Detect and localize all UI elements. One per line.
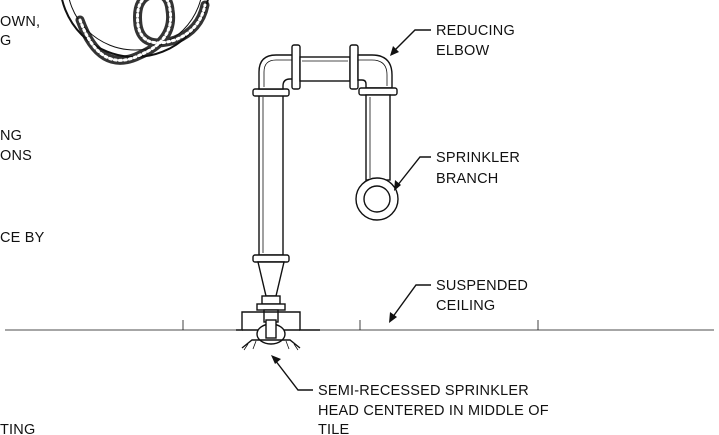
stamp-watermark — [61, 0, 210, 65]
svg-text:SPRINKLER: SPRINKLER — [436, 150, 520, 166]
partial-text-5: CE BY — [0, 230, 45, 246]
drop-pipe — [252, 88, 290, 256]
svg-text:ELBOW: ELBOW — [436, 43, 489, 59]
svg-text:TILE: TILE — [318, 422, 350, 435]
upper-left-elbow — [258, 44, 301, 90]
leader-lines — [274, 29, 431, 391]
label-suspended-ceiling: SUSPENDED CEILING — [436, 278, 528, 314]
svg-text:BRANCH: BRANCH — [436, 171, 498, 187]
label-reducing-elbow: REDUCING ELBOW — [436, 23, 515, 59]
svg-text:SUSPENDED: SUSPENDED — [436, 278, 528, 294]
label-sprinkler-head: SEMI-RECESSED SPRINKLER HEAD CENTERED IN… — [318, 383, 549, 435]
horizontal-pipe — [299, 44, 359, 90]
partial-text-6: TING — [0, 422, 35, 435]
reducer-fitting — [252, 254, 290, 323]
svg-text:CEILING: CEILING — [436, 298, 495, 314]
left-partial-notes: OWN, G NG ONS CE BY TING — [0, 14, 45, 435]
partial-text-4: ONS — [0, 148, 32, 164]
label-sprinkler-branch: SPRINKLER BRANCH — [436, 150, 520, 187]
partial-text-2: G — [0, 33, 11, 49]
leader-arrowheads — [271, 46, 401, 364]
partial-text-1: OWN, — [0, 14, 40, 30]
branch-pipe — [355, 94, 399, 221]
sprinkler-head[interactable] — [236, 311, 320, 351]
svg-text:HEAD CENTERED IN MIDDLE OF: HEAD CENTERED IN MIDDLE OF — [318, 403, 549, 419]
ceiling-line — [5, 320, 714, 331]
svg-text:SEMI-RECESSED SPRINKLER: SEMI-RECESSED SPRINKLER — [318, 383, 529, 399]
svg-text:REDUCING: REDUCING — [436, 23, 515, 39]
reducing-elbow — [357, 54, 398, 96]
partial-text-3: NG — [0, 128, 22, 144]
